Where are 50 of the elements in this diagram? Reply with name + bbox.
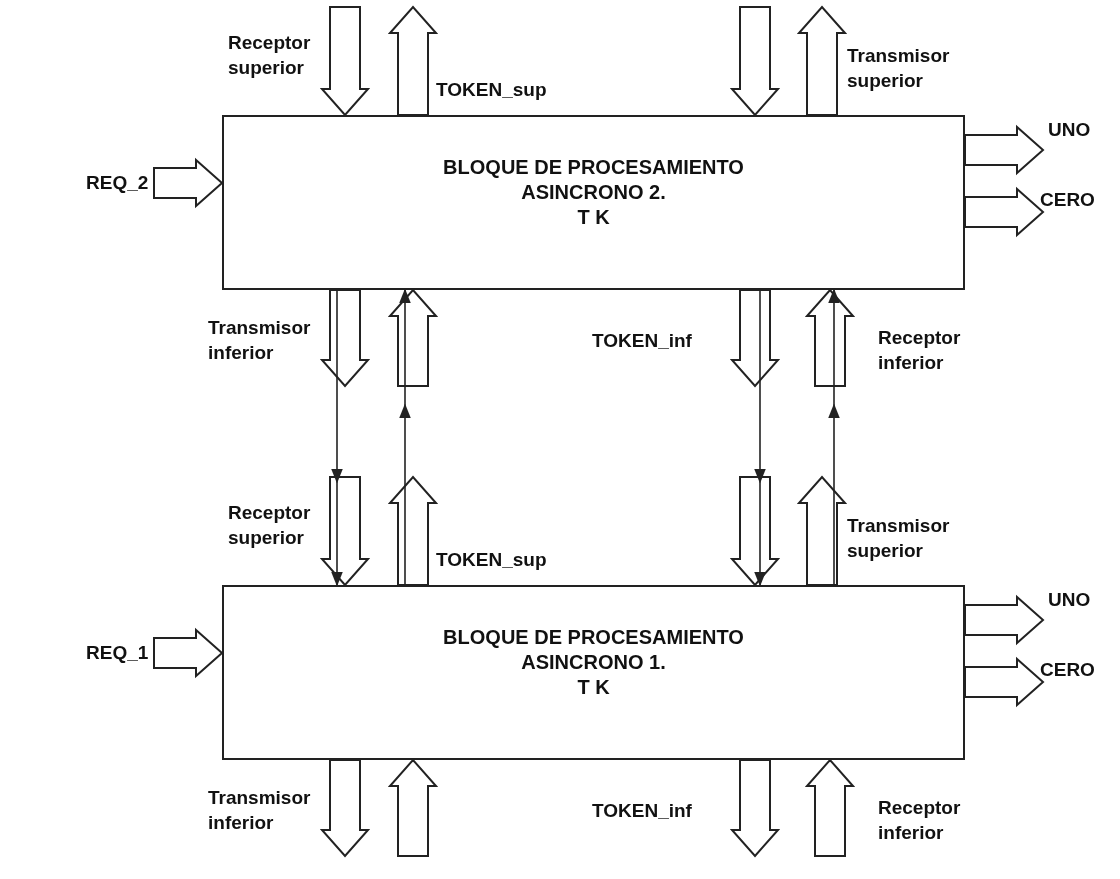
edge-label: Transmisor superior xyxy=(847,514,951,563)
arrow xyxy=(754,289,766,586)
hollow-arrow xyxy=(729,6,781,117)
hollow-arrow xyxy=(319,759,371,858)
edge-label: Receptor inferior xyxy=(878,326,962,375)
edge-label: CERO xyxy=(1040,188,1095,212)
block-title: T K xyxy=(576,675,611,700)
process-block xyxy=(222,115,965,290)
arrow xyxy=(828,289,840,586)
hollow-arrow xyxy=(796,5,848,116)
hollow-arrow xyxy=(319,289,371,388)
block-title: BLOQUE DE PROCESAMIENTO ASINCRONO 1. xyxy=(442,625,745,675)
hollow-arrow xyxy=(319,6,371,117)
hollow-arrow xyxy=(387,5,439,116)
hollow-arrow xyxy=(729,289,781,388)
block-title: T K xyxy=(576,205,611,230)
hollow-arrow xyxy=(796,475,848,586)
edge-label: Receptor superior xyxy=(228,31,312,80)
edge-label: Receptor inferior xyxy=(878,796,962,845)
hollow-arrow xyxy=(387,288,439,387)
edge-label: TOKEN_sup xyxy=(436,548,547,572)
edge-label: Transmisor superior xyxy=(847,44,951,93)
hollow-arrow xyxy=(319,476,371,587)
hollow-arrow xyxy=(387,758,439,857)
hollow-arrow xyxy=(964,656,1045,708)
process-block xyxy=(222,585,965,760)
hollow-arrow xyxy=(153,627,224,679)
hollow-arrow xyxy=(387,475,439,586)
hollow-arrow xyxy=(804,288,856,387)
edge-label: REQ_2 xyxy=(86,171,149,195)
edge-label: UNO xyxy=(1048,118,1091,142)
edge-label: UNO xyxy=(1048,588,1091,612)
edge-label: Transmisor inferior xyxy=(208,316,312,365)
hollow-arrow xyxy=(153,157,224,209)
hollow-arrow xyxy=(964,594,1045,646)
hollow-arrow xyxy=(804,758,856,857)
hollow-arrow xyxy=(964,124,1045,176)
edge-label: Transmisor inferior xyxy=(208,786,312,835)
hollow-arrow xyxy=(964,186,1045,238)
arrow xyxy=(331,289,343,586)
edge-label: TOKEN_inf xyxy=(592,799,692,823)
edge-label: REQ_1 xyxy=(86,641,149,665)
edge-label: CERO xyxy=(1040,658,1095,682)
block-title: BLOQUE DE PROCESAMIENTO ASINCRONO 2. xyxy=(442,155,745,205)
edge-label: TOKEN_inf xyxy=(592,329,692,353)
edge-label: Receptor superior xyxy=(228,501,312,550)
hollow-arrow xyxy=(729,476,781,587)
arrow xyxy=(399,289,411,586)
hollow-arrow xyxy=(729,759,781,858)
edge-label: TOKEN_sup xyxy=(436,78,547,102)
